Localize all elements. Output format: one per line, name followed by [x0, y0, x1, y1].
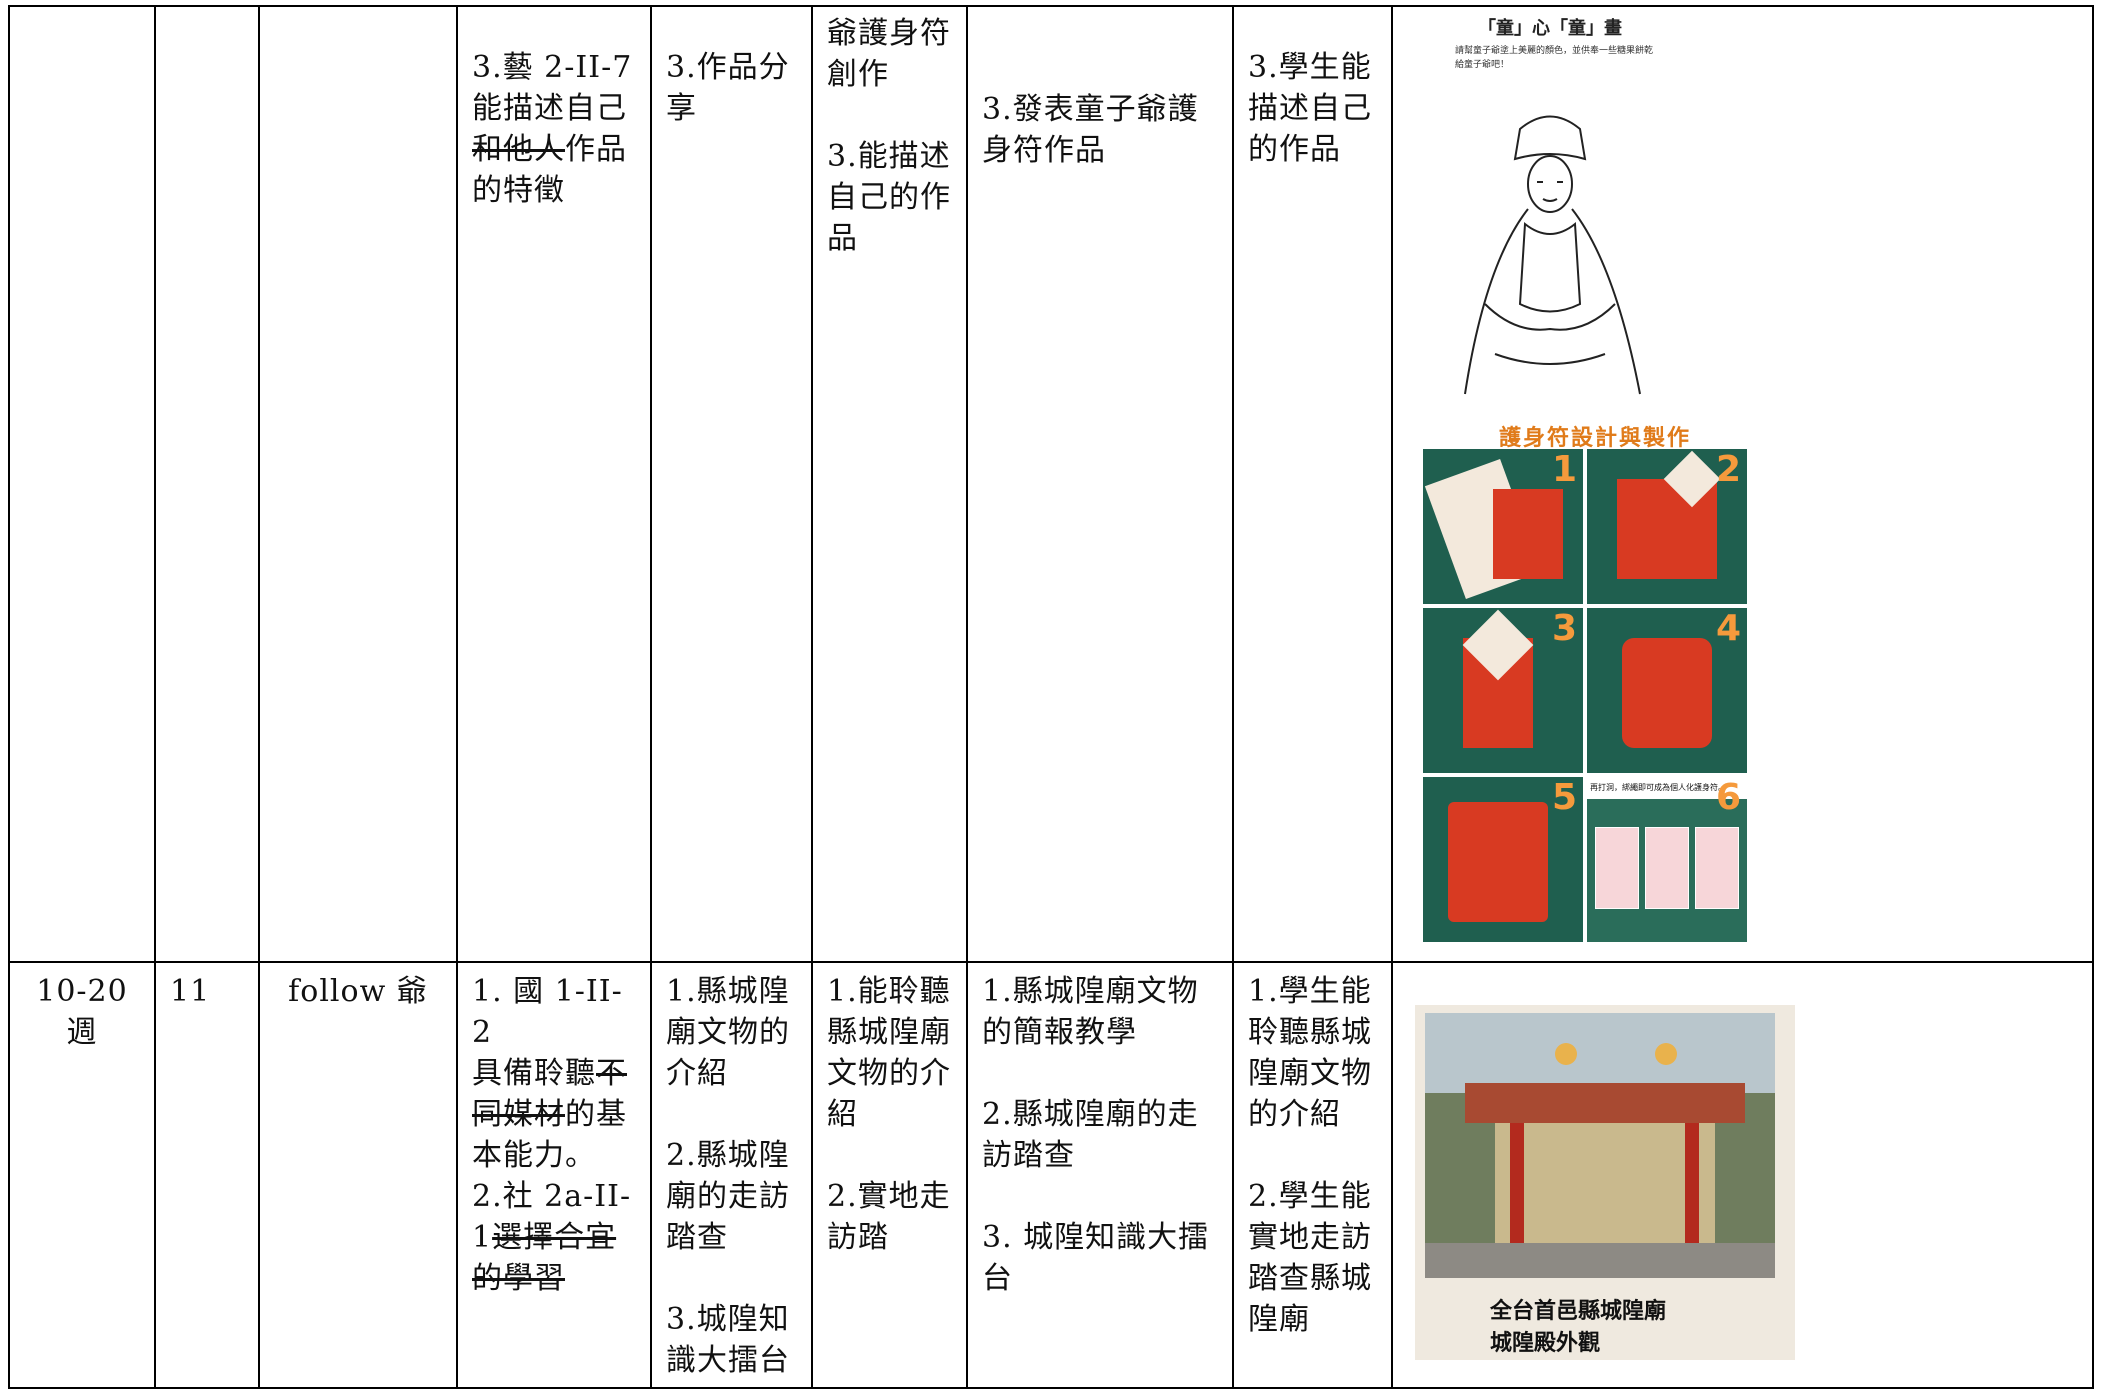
week-text: 10-20週	[36, 974, 128, 1050]
competency-text: 能描述自己和他人作品的特徵	[472, 91, 627, 208]
activity-text: 2.縣城隍廟的走訪踏查	[982, 1097, 1199, 1173]
step-photo: 再打洞，綁繩即可成為個人化護身符。 6	[1587, 777, 1747, 942]
lesson-number-cell: 11	[154, 961, 260, 1389]
table-row: 3.藝 2-II-7 能描述自己和他人作品的特徵 3.作品分享 爺護身符創作 3…	[8, 5, 2094, 963]
content-cell: 1.縣城隍廟文物的介紹 2.縣城隍廟的走訪踏查 3.城隍知識大擂台	[650, 961, 813, 1389]
competency-code: 1. 國 1-II-2	[472, 974, 623, 1050]
amulet-steps-grid: 1 2 3 4 5 再打洞，綁繩即可成為個人化護身符。 6	[1423, 449, 1747, 942]
step-caption: 再打洞，綁繩即可成為個人化護身符。	[1587, 777, 1747, 799]
content-cell: 3.作品分享	[650, 5, 813, 963]
step-number: 4	[1715, 608, 1741, 649]
activity-text: 3.發表童子爺護身符作品	[982, 92, 1199, 168]
step-number: 2	[1715, 449, 1741, 490]
objective-cell: 爺護身符創作 3.能描述自己的作品	[811, 5, 968, 963]
step-photo: 1	[1423, 449, 1583, 604]
step-photo: 2	[1587, 449, 1747, 604]
temple-caption: 全台首邑縣城隍廟 城隍殿外觀	[1490, 1295, 1666, 1359]
deity-drawing	[1464, 115, 1641, 395]
assessment-text: 1.學生能聆聽縣城隍廟文物的介紹	[1248, 974, 1372, 1132]
activity-text: 1.縣城隍廟文物的簡報教學	[982, 974, 1199, 1050]
objective-text-1: 爺護身符創作	[827, 16, 951, 92]
content-text: 1.縣城隍廟文物的介紹	[666, 974, 790, 1091]
activity-cell: 1.縣城隍廟文物的簡報教學 2.縣城隍廟的走訪踏查 3. 城隍知識大擂台	[966, 961, 1234, 1389]
competency-code: 3.藝 2-II-7	[472, 50, 633, 85]
objective-text-2: 3.能描述自己的作品	[827, 139, 951, 256]
unit-name-cell: follow 爺	[258, 961, 458, 1389]
temple-caption-line: 全台首邑縣城隍廟	[1490, 1298, 1667, 1324]
assessment-text: 2.學生能實地走訪踏查縣城隍廟	[1248, 1179, 1372, 1337]
temple-photo-card: 全台首邑縣城隍廟 城隍殿外觀	[1415, 1005, 1795, 1360]
step-number: 1	[1551, 449, 1577, 490]
steps-title: 護身符設計與製作	[1498, 425, 1691, 451]
worksheet-title: 「童」心「童」畫	[1478, 18, 1622, 39]
competency-code-2: 2.社 2a-II-1選擇合宜的學習	[472, 1179, 632, 1296]
assessment-text: 3.學生能描述自己的作品	[1248, 50, 1372, 167]
temple-caption-line: 城隍殿外觀	[1490, 1330, 1601, 1356]
coloring-worksheet: 「童」心「童」畫 請幫童子爺塗上美麗的顏色，並供奉一些糖果餅乾給童子爺吧！	[1425, 14, 1675, 414]
objective-text: 1.能聆聽縣城隍廟文物的介紹	[827, 974, 951, 1132]
content-text: 3.城隍知識大擂台	[666, 1302, 790, 1378]
temple-photo	[1425, 1013, 1775, 1278]
activity-cell: 3.發表童子爺護身符作品	[966, 5, 1234, 963]
competency-text: 具備聆聽不同媒材的基本能力。	[472, 1056, 627, 1173]
assessment-cell: 3.學生能描述自己的作品	[1232, 5, 1393, 963]
lesson-number-text: 11	[170, 974, 211, 1009]
unit-name-text: follow 爺	[288, 974, 428, 1009]
week-cell: 10-20週	[8, 961, 156, 1389]
week-cell	[8, 5, 156, 963]
step-photo: 4	[1587, 608, 1747, 773]
step-photo: 5	[1423, 777, 1583, 942]
unit-name-cell	[258, 5, 458, 963]
step-number: 6	[1715, 777, 1741, 818]
activity-text: 3. 城隍知識大擂台	[982, 1220, 1210, 1296]
objective-text: 2.實地走訪踏	[827, 1179, 951, 1255]
objective-cell: 1.能聆聽縣城隍廟文物的介紹 2.實地走訪踏	[811, 961, 968, 1389]
step-photo: 3	[1423, 608, 1583, 773]
struck-text: 選擇合宜的學習	[472, 1220, 617, 1296]
struck-text: 和他人	[472, 132, 565, 167]
worksheet-instruction: 請幫童子爺塗上美麗的顏色，並供奉一些糖果餅乾給童子爺吧！	[1455, 46, 1654, 70]
lesson-number-cell	[154, 5, 260, 963]
content-text: 2.縣城隍廟的走訪踏查	[666, 1138, 790, 1255]
step-number: 5	[1551, 777, 1577, 818]
amulet-steps-panel: 護身符設計與製作	[1410, 420, 1780, 945]
content-text: 3.作品分享	[666, 50, 790, 126]
competency-cell: 3.藝 2-II-7 能描述自己和他人作品的特徵	[456, 5, 652, 963]
step-number: 3	[1551, 608, 1577, 649]
struck-text: 不同媒材	[472, 1056, 627, 1132]
assessment-cell: 1.學生能聆聽縣城隍廟文物的介紹 2.學生能實地走訪踏查縣城隍廟	[1232, 961, 1393, 1389]
competency-cell: 1. 國 1-II-2 具備聆聽不同媒材的基本能力。 2.社 2a-II-1選擇…	[456, 961, 652, 1389]
